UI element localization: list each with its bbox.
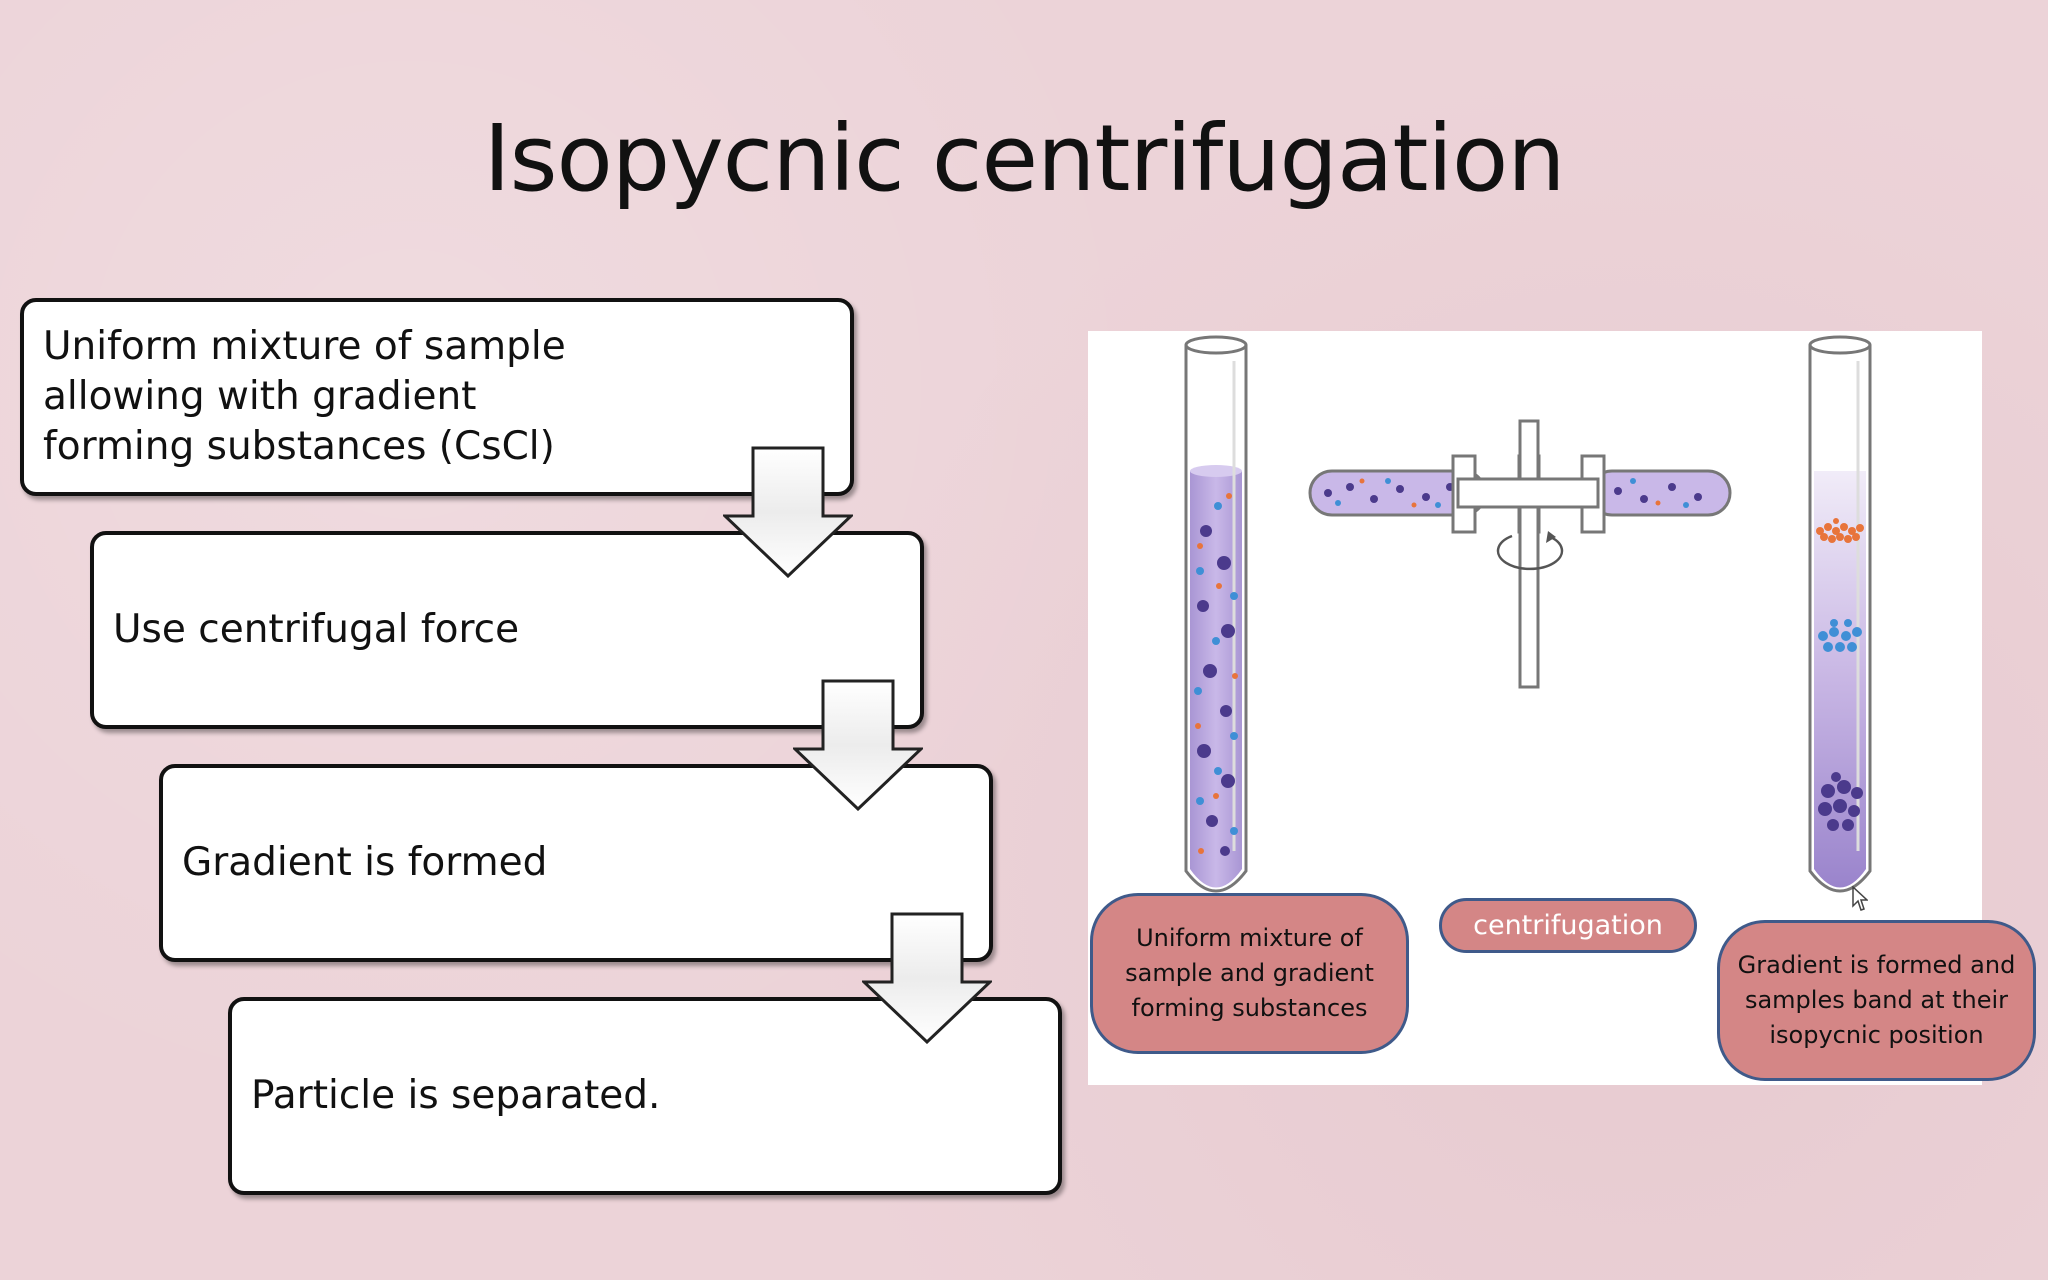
band-orange: [1816, 518, 1864, 543]
caption-gradient-text: Gradient is formed and samples band at t…: [1737, 951, 2016, 1049]
centrifugation-diagram: [1184, 335, 1872, 893]
flow-step-1-label: Uniform mixture of sample allowing with …: [43, 324, 566, 469]
down-arrow-icon: [862, 912, 992, 1044]
slide-title: Isopycnic centrifugation: [483, 105, 1565, 212]
gradient-tube: [1808, 335, 1872, 893]
caption-mixture: Uniform mixture of sample and gradient f…: [1090, 893, 1409, 1054]
mixture-tube: [1184, 335, 1248, 893]
mouse-cursor-icon: [1852, 886, 1868, 911]
band-purple: [1818, 772, 1863, 831]
caption-centrifugation-text: centrifugation: [1473, 910, 1663, 941]
caption-centrifugation: centrifugation: [1439, 898, 1697, 953]
band-blue: [1818, 619, 1862, 652]
flow-step-2-label: Use centrifugal force: [113, 607, 520, 652]
flow-step-4-label: Particle is separated.: [251, 1073, 661, 1118]
down-arrow-icon: [793, 679, 923, 811]
caption-mixture-text: Uniform mixture of sample and gradient f…: [1125, 924, 1374, 1022]
flow-step-3-label: Gradient is formed: [182, 840, 548, 885]
rotor: [1308, 419, 1732, 689]
flow-step-1: Uniform mixture of sample allowing with …: [20, 298, 854, 496]
caption-gradient: Gradient is formed and samples band at t…: [1717, 920, 2036, 1081]
down-arrow-icon: [723, 446, 853, 578]
